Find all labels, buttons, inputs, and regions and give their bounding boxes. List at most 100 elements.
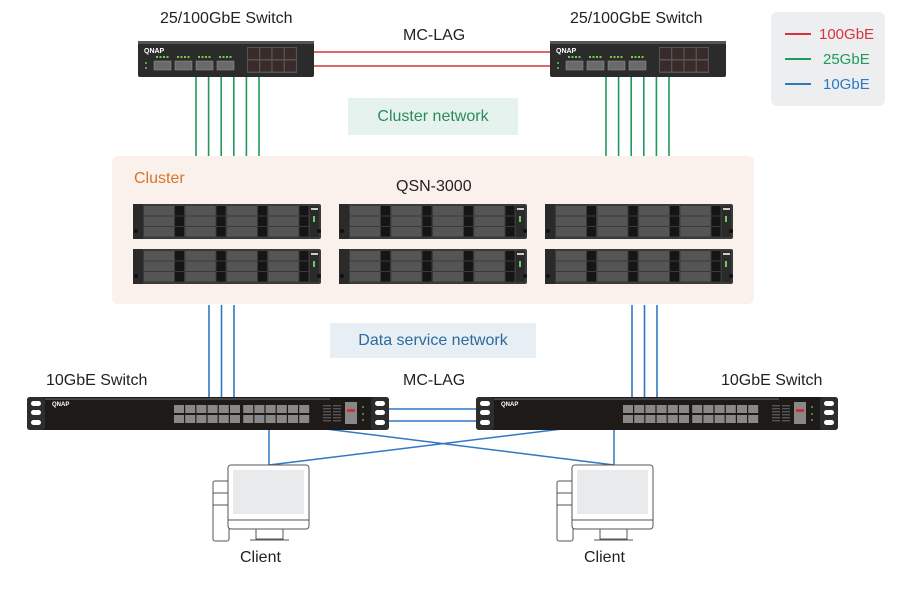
sfp-port — [195, 60, 214, 71]
drive-latch — [670, 272, 679, 282]
drive-bay — [185, 206, 216, 216]
port-led — [641, 56, 644, 58]
drive-bay — [680, 216, 711, 226]
drive-latch — [422, 251, 432, 261]
drive-bay — [474, 227, 505, 237]
brand-logo: QNAP — [556, 48, 577, 55]
legend-label: 25GbE — [823, 50, 870, 68]
rj45-port — [692, 405, 703, 413]
qsn-node — [133, 204, 321, 239]
rj45-port — [725, 415, 736, 423]
rj45-port — [656, 405, 667, 413]
drive-latch — [299, 227, 309, 237]
drive-bay — [227, 261, 257, 271]
qsfp-port — [696, 48, 708, 59]
drive-latch — [422, 261, 432, 271]
status-led — [557, 67, 559, 69]
drive-bay — [350, 251, 380, 261]
rj45-port — [207, 415, 218, 423]
vent-slot — [782, 411, 790, 413]
drive-bay — [433, 227, 463, 237]
legend-swatch — [785, 83, 811, 85]
port-led — [596, 56, 598, 58]
status-led — [557, 62, 559, 64]
switch-top-edge — [45, 398, 330, 400]
port-led — [208, 56, 211, 58]
pc-tower — [212, 480, 230, 542]
drive-latch — [381, 272, 390, 282]
rj45-port — [679, 415, 689, 423]
qsn-node — [339, 249, 527, 284]
rj45-port — [679, 405, 689, 413]
vent-slot — [772, 420, 780, 422]
rj45-port — [243, 415, 254, 423]
drive-bay — [391, 261, 422, 271]
drive-bay — [144, 251, 174, 261]
rj45-port — [692, 415, 703, 423]
switch-chassis — [27, 397, 389, 430]
rj45-port — [299, 415, 310, 423]
rj45-port — [276, 415, 287, 423]
drive-bay — [597, 261, 628, 271]
rj45-port — [714, 415, 725, 423]
rj45-port — [667, 415, 678, 423]
node-knob — [340, 229, 344, 233]
node-knob — [134, 274, 138, 278]
rj45-port — [667, 405, 678, 413]
drive-bay — [391, 206, 422, 216]
rj45-port — [196, 415, 207, 423]
drive-latch — [711, 251, 721, 261]
bottom-left-switch: QNAP — [27, 397, 389, 430]
drive-bay — [433, 272, 463, 282]
drive-bay — [391, 227, 422, 237]
node-logo — [723, 208, 730, 210]
vent-slot — [772, 411, 780, 413]
vent-slot — [333, 411, 341, 413]
rj45-port — [207, 405, 218, 413]
qsn-node — [545, 204, 733, 239]
port-led — [201, 56, 204, 58]
brand-logo: QNAP — [144, 48, 165, 55]
drive-bay — [639, 272, 669, 282]
drive-latch — [670, 206, 679, 216]
drive-bay — [597, 272, 628, 282]
drive-bay — [227, 227, 257, 237]
drive-latch — [381, 251, 390, 261]
port-led — [599, 56, 602, 58]
legend-item-25gbe: 25GbE — [785, 49, 870, 69]
legend-item-100gbe: 100GbE — [785, 24, 874, 44]
vent-slot — [333, 420, 341, 422]
sfp-port — [628, 60, 647, 71]
drive-latch — [628, 251, 638, 261]
node-logo — [517, 208, 524, 210]
drive-bay — [350, 227, 380, 237]
drive-latch — [258, 206, 267, 216]
monitor-stand — [255, 528, 284, 540]
drive-bay — [597, 227, 628, 237]
port-led — [177, 56, 179, 58]
drive-latch — [422, 227, 432, 237]
drive-latch — [711, 261, 721, 271]
node-ear — [545, 249, 555, 284]
sfp-port — [565, 60, 584, 71]
drive-bay — [556, 251, 586, 261]
sfp-port — [607, 60, 626, 71]
drive-bay — [680, 251, 711, 261]
port-led — [634, 56, 637, 58]
node-logo — [311, 208, 318, 210]
rj45-port — [656, 415, 667, 423]
port-led — [198, 56, 200, 58]
drive-latch — [587, 227, 596, 237]
drive-bay — [639, 216, 669, 226]
drive-latch — [216, 227, 226, 237]
drive-latch — [216, 216, 226, 226]
monitor-stand — [599, 528, 628, 540]
switch-top-edge — [494, 398, 779, 400]
drive-bay — [680, 227, 711, 237]
vent-slot — [782, 408, 790, 410]
status-led — [811, 413, 813, 415]
drive-latch — [505, 227, 515, 237]
drive-latch — [175, 272, 184, 282]
bottom-mclag-label: MC-LAG — [403, 372, 466, 389]
